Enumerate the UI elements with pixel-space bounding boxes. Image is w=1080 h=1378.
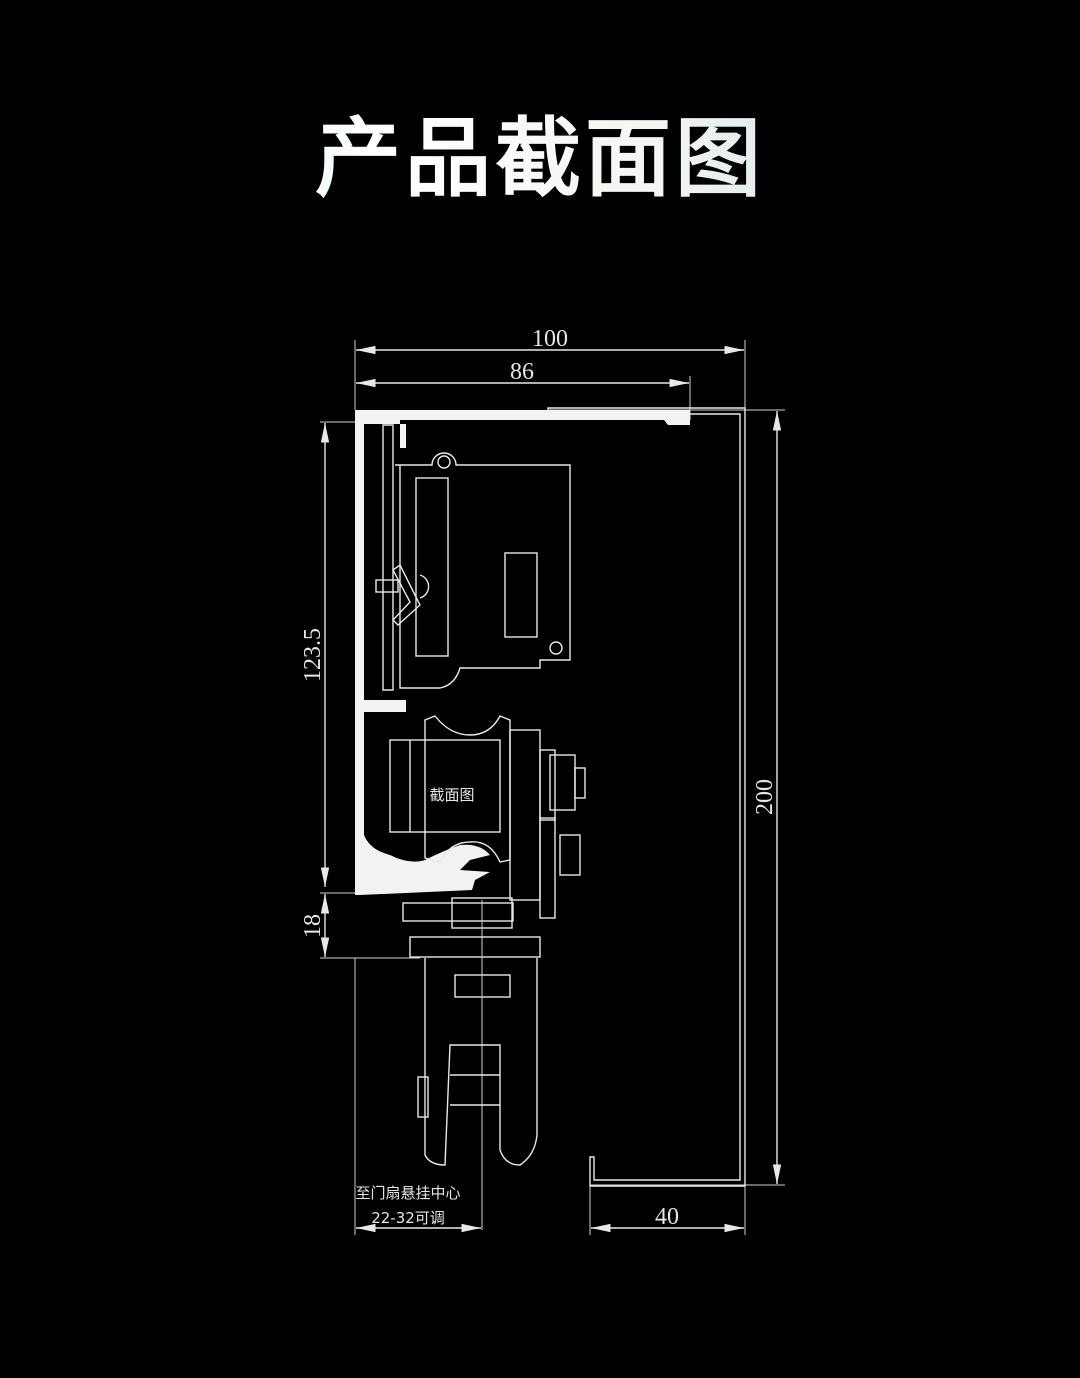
- dimension-label: 86: [510, 359, 534, 385]
- dimension-40: 40: [589, 1186, 746, 1235]
- dimension-label: 100: [532, 326, 568, 352]
- dimension-label: 40: [655, 1204, 679, 1230]
- mounting-plate: [402, 897, 541, 1230]
- roller-label: 截面图: [429, 786, 474, 804]
- roller-assembly: 截面图: [389, 715, 586, 919]
- carriage-body: [375, 452, 571, 689]
- track-profile: [355, 410, 690, 895]
- dimension-label: 200: [752, 779, 778, 815]
- dimension-label: 123.5: [300, 628, 326, 682]
- dimension-hanging-center: 至门扇悬挂中心 22-32可调: [354, 958, 481, 1235]
- dimension-label: 18: [300, 914, 326, 938]
- hanging-center-label: 至门扇悬挂中心: [355, 1184, 460, 1202]
- cover-profile: [547, 407, 746, 1187]
- dimension-123-5: 123.5: [300, 421, 355, 887]
- dimension-18: 18: [300, 892, 420, 959]
- dimension-86: 86: [356, 359, 691, 420]
- page-title: 产品截面图: [0, 88, 1080, 213]
- adjustable-range-label: 22-32可调: [371, 1209, 445, 1227]
- hanger-bracket: [417, 958, 538, 1166]
- dimension-100: 100: [354, 326, 746, 410]
